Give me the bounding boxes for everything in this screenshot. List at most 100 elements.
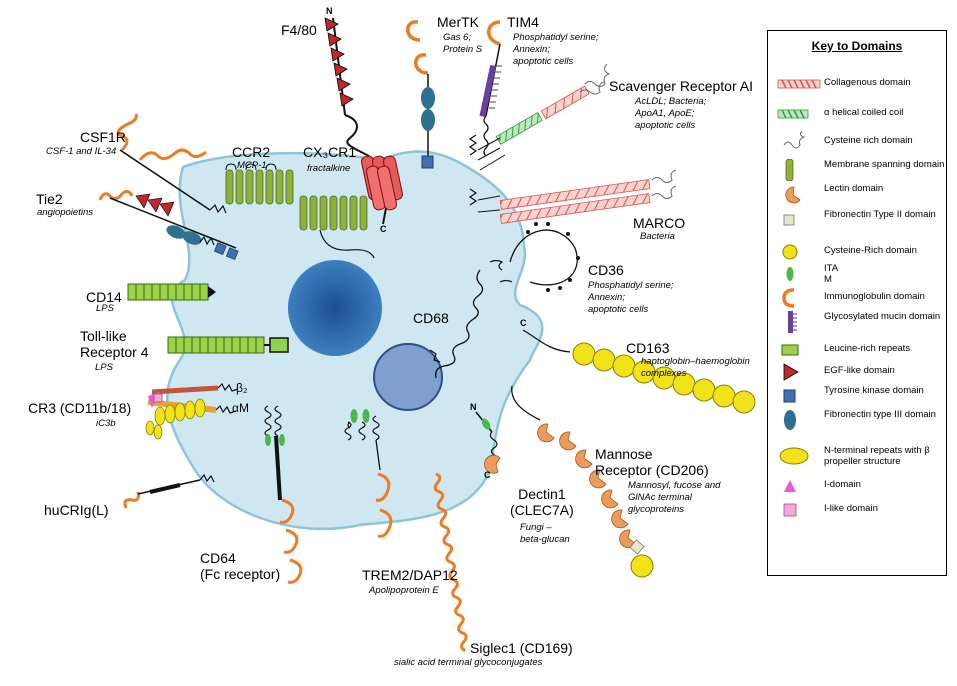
tyrosine-kinase-domain [421,155,434,169]
fibronectin-iii-domain [182,231,202,245]
membrane-spanning-domain [319,195,328,231]
key-item-label: Immunoglobulin domain [824,291,925,302]
key-item-label: I-like domain [824,503,878,514]
membrane-spanning-domain [329,195,338,231]
egf-like-domain [135,193,151,209]
egf-like-domain [339,92,354,107]
dectin1-c-terminus: C [484,470,491,480]
membrane-spanning-domain [309,195,318,231]
nucleus [288,260,382,356]
cysteine-rich-domain [732,390,756,414]
f480-label: F4/80 [281,22,317,38]
siglec1-ligand: sialic acid terminal glycoconjugates [394,657,543,668]
cys-circle-icon [776,241,822,263]
egf-like-domain [147,197,163,213]
f480-c-terminus: C [380,224,387,234]
membrane-spanning-domain [265,169,274,205]
cd14-ligand: LPS [96,303,114,314]
lectin-domain [589,469,607,489]
lectin-domain [611,509,629,529]
cr3-receptor [145,382,239,440]
propeller-repeat [154,406,166,426]
siglec1-ig-chain [433,472,468,652]
cr3-alpha-label: αM [232,401,249,415]
lectin-icon [776,183,822,205]
key-item-label: α helical coiled coil [824,107,904,118]
cr3-ligand: iC3b [96,418,116,429]
key-item-label: I-domain [824,479,861,490]
key-item-label: Fibronectin Type II domain [824,209,936,220]
key-item-label: Cysteine-Rich domain [824,245,917,256]
ig-domain-icon [776,287,822,309]
cysteine-rich-domain [692,378,716,402]
marco-ligand: Bacteria [640,231,675,242]
mannose-label: Mannose Receptor (CD206) [595,446,709,478]
mucin-domain [479,64,497,118]
fn3-icon [776,409,822,431]
tie2-ligand: angiopoietins [37,207,93,218]
key-item-label: Fibronectin type III domain [824,409,936,420]
f480-receptor: N C [324,6,404,234]
collagen-icon [776,73,822,95]
key-item-label: Glycosylated mucin domain [824,311,941,322]
membrane-spanning-domain [349,195,358,231]
f480-helix [376,165,398,211]
phagosome [373,343,443,411]
mertk-ligand: Gas 6; Protein S [443,32,483,55]
cd163-c-terminus: C [520,318,527,328]
propeller-icon [776,445,822,467]
key-item-label: EGF-like domain [824,365,895,376]
trem2-label: TREM2/DAP12 [362,567,458,583]
mannose-receptor [511,385,654,578]
itam-icon [776,263,822,285]
fibronectin-ii-domain [629,539,645,555]
key-item-label: Tyrosine kinase domain [824,385,924,396]
csf1r-receptor [116,113,227,214]
egf-like-domain [330,47,345,62]
key-item-label: N-terminal repeats with β propeller stru… [824,445,930,467]
mertk-label: MerTK [437,14,479,30]
membrane-spanning-domain [359,195,368,231]
cysteine-coil-icon [776,130,822,153]
itam-domain [481,418,491,430]
cd163-ligand: haptoglobin–haemoglobin complexes [641,356,750,379]
f480-n-terminus: N [326,6,333,16]
cysteine-rich-domain [572,342,596,366]
fibronectin-iii-domain [421,87,435,109]
tie2-receptor [98,189,239,261]
key-title: Key to Domains [811,39,903,53]
cysteine-rich-domain [592,348,616,372]
tlr4-ligand: LPS [95,362,113,373]
cd36-receptor [489,222,580,292]
cd14-receptor [127,283,216,301]
membrane-spanning-domain [255,169,264,205]
marco-label: MARCO [633,215,686,231]
membrane-spanning-domain [235,169,244,205]
tyrosine-kinase-domain [225,247,239,261]
mannose-ligand: Mannosyl, fucose and GlNAc terminal glyc… [628,480,721,515]
propeller-repeat [184,400,196,420]
membrane-spanning-domain [339,195,348,231]
cx3cr1-ligand: fractalkine [307,163,351,174]
egf-like-domain [324,17,339,32]
itam-domain [362,409,370,423]
membrane-spanning-domain [275,169,284,205]
egf-like-domain [327,32,342,47]
egf-like-domain [333,62,348,77]
dectin1-label: Dectin1 (CLEC7A) [510,486,574,518]
propeller-repeat [174,402,186,422]
fibronectin-iii-domain [421,109,435,131]
tyrosine-kinase-domain [213,242,227,256]
trem2-ligand: Apolipoprotein E [369,585,439,596]
propeller-repeat [194,398,206,418]
i-like-domain-icon [776,499,822,521]
csf1r-label: CSF1R [80,129,126,145]
propeller-repeat [153,424,163,440]
tie2-label: Tie2 [36,191,63,207]
csf1r-ligand: CSF-1 and IL-34 [46,146,117,157]
membrane-spanning-domain [299,195,308,231]
tlr4-label: Toll-like Receptor 4 [80,328,149,360]
cd68-receptor [429,269,484,379]
